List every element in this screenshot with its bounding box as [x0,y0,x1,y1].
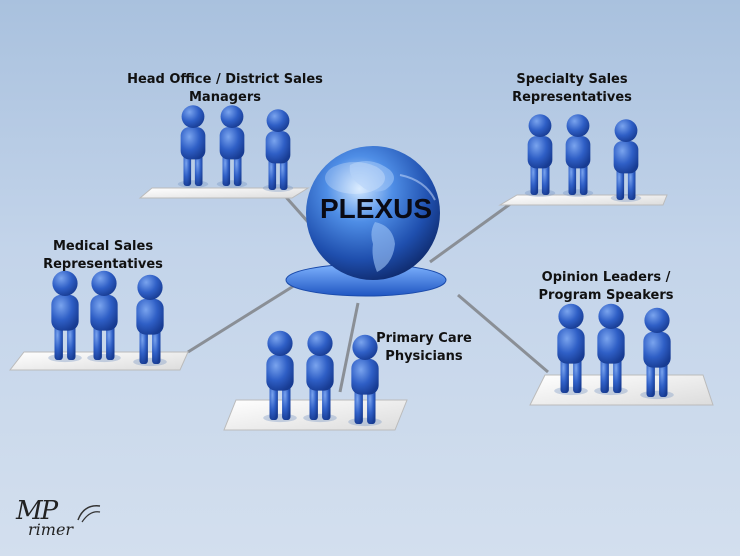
figures-specialty [524,114,642,202]
label-opinion: Opinion Leaders / Program Speakers [538,270,674,303]
connector-specialty [429,200,514,264]
globe-icon [306,146,440,280]
figures-head-office [177,105,294,192]
connector-primary-care [338,302,360,393]
label-primary-care: Primary Care Physicians [376,331,472,364]
mp-primer-logo: MP rimer [10,494,110,544]
logo-arc-icon [77,505,101,523]
label-medical: Medical Sales Representatives [43,239,163,272]
connector-opinion [457,293,549,374]
center-title: PLEXUS [319,193,433,224]
logo-main-text: MP [16,496,58,526]
platform-head-office [138,187,310,199]
connector-medical [187,280,301,354]
label-head-office: Head Office / District Sales Managers [127,72,323,105]
logo-sub-text: rimer [28,520,74,539]
label-specialty: Specialty Sales Representatives [512,72,632,105]
